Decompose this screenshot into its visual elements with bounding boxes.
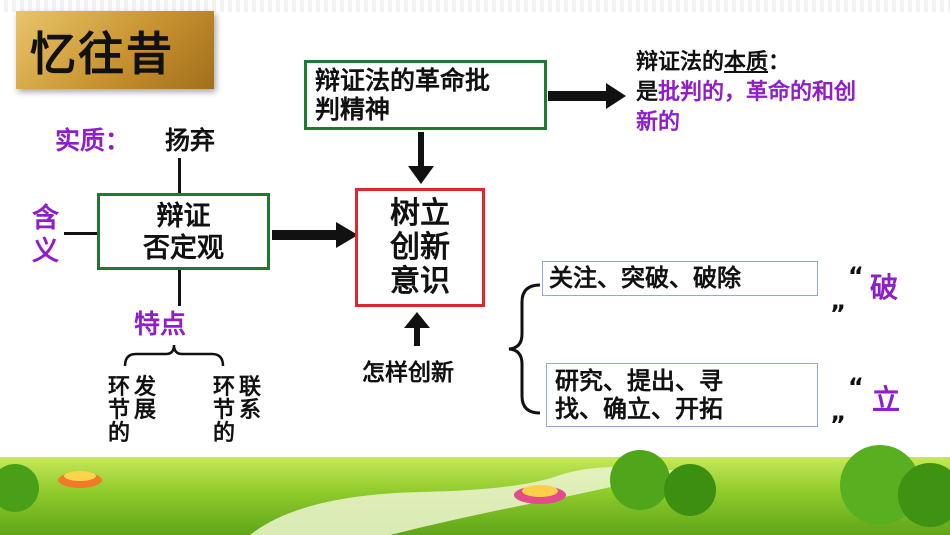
meaning-label: 含义 [32,203,59,267]
connector-meaning [64,232,98,235]
break-box: 关注、突破、破除 [542,261,818,296]
decorative-landscape [0,445,950,535]
dialectical-negation-box: 辩证 否定观 [97,193,270,270]
essence-prefix: 是 [636,80,659,105]
essence-title-key: 本质 [724,50,769,75]
essence-title-colon: ： [768,50,791,75]
page-title: 忆往昔 [30,27,174,81]
feature-char: 环 [213,375,236,400]
dialectical-negation-line1: 辩证 [156,201,211,232]
essence-title-prefix: 辩证法的 [636,50,725,75]
establish-box: 研究、提出、寻 找、确立、开拓 [546,363,818,427]
feature-char: 节 [108,398,131,423]
feature-char: 的 [213,421,236,446]
arrow-up-from-how [404,312,430,346]
break-text: 关注、突破、破除 [549,264,741,292]
connector-essence [178,158,181,195]
arrow-to-essence [548,83,626,109]
revolutionary-spirit-box: 辩证法的革命批 判精神 [304,60,547,130]
establish-quote-open: “ [848,373,864,401]
feature-char: 环 [108,375,131,400]
how-to-innovate: 怎样创新 [362,360,454,386]
break-quote-open: “ [848,262,864,290]
establish-char: 立 [872,383,901,416]
innovation-awareness-box: 树立 创新 意识 [355,188,485,307]
essence-value: 扬弃 [165,126,216,155]
features-brace [123,344,225,367]
feature-char: 的 [108,421,131,446]
arrow-down-to-innovation [408,132,434,184]
feature-development: 环 节 的 发 展 [108,376,164,445]
establish-line1: 研究、提出、寻 [555,367,723,395]
essence-line2: 新的 [636,110,681,135]
essence-of-dialectics-title: 辩证法的本质： [636,48,856,78]
break-char: 破 [870,271,899,304]
feature-connection: 环 节 的 联 系 [213,376,269,445]
feature-char: 发 [134,375,157,400]
revolutionary-spirit-line2: 判精神 [315,95,391,124]
connector-features [178,270,181,306]
arrow-to-innovation [272,222,358,248]
essence-of-dialectics: 辩证法的本质： 是批判的，革命的和创 新的 [636,48,856,138]
break-quote-close: ” [830,300,846,328]
essence-label: 实质： [55,126,131,155]
innovation-line2: 创新 [390,230,450,265]
essence-line1: 批判的，革命的和创 [658,80,857,105]
feature-char: 展 [134,398,157,423]
establish-quote-close: ” [830,411,846,439]
features-label: 特点 [134,310,187,340]
feature-char: 节 [213,398,236,423]
feature-char: 系 [239,398,262,423]
establish-line2: 找、确立、开拓 [555,395,723,423]
innovation-line3: 意识 [390,264,450,299]
revolutionary-spirit-line1: 辩证法的革命批 [315,66,491,95]
title-box [16,11,214,89]
feature-char: 联 [239,375,262,400]
top-stripes [0,0,950,12]
innovation-line1: 树立 [390,196,450,231]
options-brace [508,283,541,415]
dialectical-negation-line2: 否定观 [143,233,224,264]
